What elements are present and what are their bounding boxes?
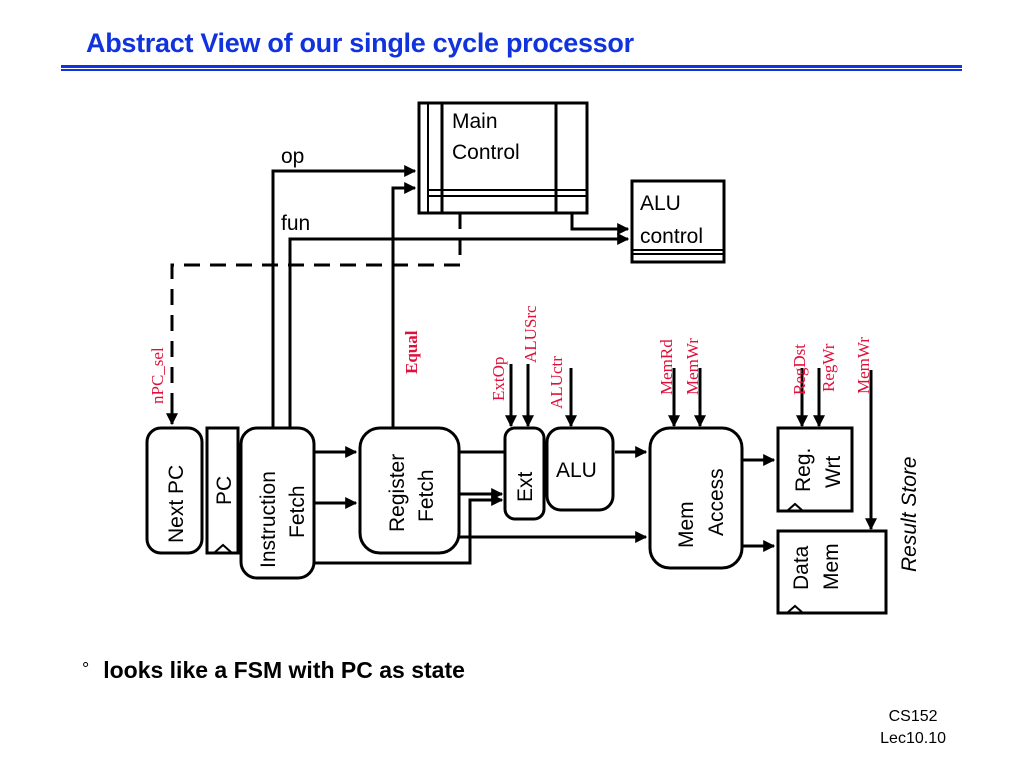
- equal-signal-label: Equal: [402, 330, 421, 374]
- op-label: op: [281, 145, 304, 168]
- reg-wrt-label-2: Wrt: [822, 456, 845, 488]
- result-store-label: Result Store: [898, 456, 921, 572]
- pc-label: PC: [213, 476, 236, 505]
- footer-lecture: Lec10.10: [880, 730, 946, 747]
- instruction-fetch-block: Instruction Fetch: [239, 426, 316, 580]
- equal-wire: [391, 182, 417, 427]
- npc-sel-signal-label: nPC_sel: [148, 347, 167, 404]
- title-underline: [61, 65, 962, 68]
- main-to-alu-control-wire: [570, 213, 630, 235]
- memwr-store-signal-label: MemWr: [854, 337, 873, 394]
- alu-control-label-1: ALU: [640, 192, 681, 215]
- next-pc-block: Next PC: [145, 426, 204, 555]
- npc-sel-dashed-wire: [170, 213, 462, 420]
- op-wire: [271, 165, 417, 427]
- data-mem-label-1: Data: [790, 545, 813, 590]
- slide-title: Abstract View of our single cycle proces…: [86, 28, 634, 58]
- if-to-ext-wire: [314, 494, 504, 565]
- main-control-label-1: Main: [452, 110, 498, 133]
- data-mem-label-2: Mem: [820, 543, 843, 590]
- footer-course: CS152: [888, 708, 938, 725]
- extop-signal-label: ExtOp: [489, 357, 508, 401]
- bullet-marker: °: [82, 659, 90, 679]
- register-fetch-block: Register Fetch: [358, 426, 461, 555]
- regwr-signal-label: RegWr: [819, 343, 838, 392]
- title-underline-thin: [61, 69, 962, 71]
- register-fetch-label-2: Fetch: [415, 469, 438, 522]
- aluctr-signal-label: ALUctr: [547, 356, 566, 409]
- memwr-access-signal-label: MemWr: [683, 338, 702, 395]
- memrd-signal-label: MemRd: [657, 339, 676, 395]
- instruction-fetch-label-1: Instruction: [257, 471, 280, 568]
- mem-access-label-1: Mem: [675, 501, 698, 548]
- pc-register: PC: [205, 426, 240, 555]
- alu-control-block: ALU control: [630, 179, 726, 264]
- mem-access-label-2: Access: [705, 468, 728, 536]
- regdst-signal-label: RegDst: [790, 344, 809, 395]
- fun-wire: [288, 233, 630, 427]
- next-pc-label: Next PC: [165, 465, 188, 543]
- mem-access-block: Mem Access: [648, 426, 744, 570]
- ext-label: Ext: [514, 471, 537, 502]
- fun-label: fun: [281, 212, 310, 235]
- alu-label: ALU: [556, 459, 597, 482]
- main-control-block: Main Control: [417, 101, 589, 215]
- alusrc-signal-label: ALUSrc: [521, 305, 540, 363]
- bullet-point: ° looks like a FSM with PC as state: [82, 657, 465, 684]
- reg-wrt-block: Reg. Wrt: [776, 426, 854, 513]
- instruction-fetch-label-2: Fetch: [286, 485, 309, 538]
- data-mem-block: Data Mem: [776, 529, 888, 615]
- main-control-label-2: Control: [452, 141, 520, 164]
- bullet-text: looks like a FSM with PC as state: [103, 657, 465, 683]
- register-fetch-label-1: Register: [386, 454, 409, 532]
- reg-wrt-label-1: Reg.: [792, 448, 815, 492]
- alu-block: ALU: [545, 426, 615, 512]
- alu-control-label-2: control: [640, 225, 703, 248]
- ext-block: Ext: [503, 426, 546, 521]
- slide-footer: CS152 Lec10.10: [880, 706, 946, 750]
